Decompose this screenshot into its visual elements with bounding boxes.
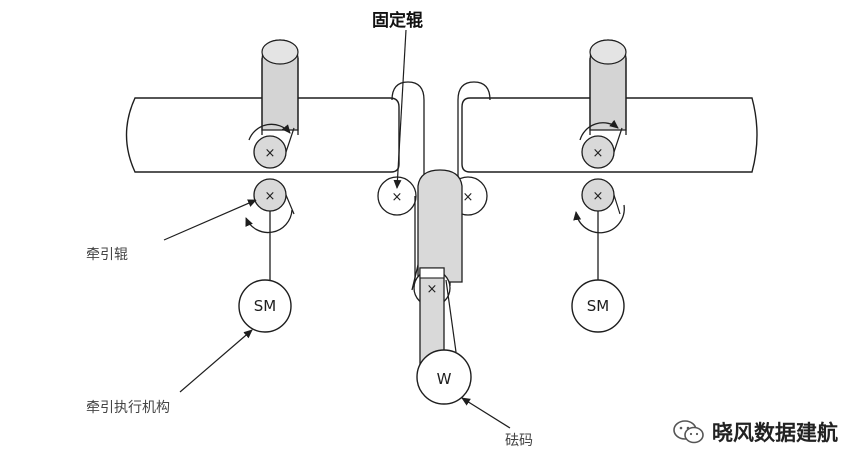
traction-roller-right (573, 39, 627, 282)
watermark: 晓风数据建航 (672, 417, 838, 447)
axis-mark: × (593, 146, 604, 161)
axis-mark: × (265, 189, 276, 204)
weight-symbol: W (437, 370, 452, 388)
axis-mark: × (265, 146, 276, 161)
dancer-assembly (377, 81, 491, 405)
axis-mark: × (427, 282, 438, 297)
watermark-text: 晓风数据建航 (712, 421, 838, 445)
traction-actuator-label: 牵引执行机构 (86, 400, 170, 416)
traction-roller-left (245, 39, 299, 282)
callout-weight (461, 397, 511, 429)
callout-fixed-roller (393, 29, 407, 189)
traction-roller-label: 牵引辊 (86, 247, 128, 263)
callout-traction-actuator (179, 329, 253, 393)
motor-right-label: SM (587, 297, 609, 315)
weight (416, 349, 472, 405)
motor-right: SM (571, 279, 625, 333)
fixed-roller-label: 固定辊 (372, 11, 423, 31)
axis-mark: × (392, 190, 403, 205)
motor-left: SM (238, 279, 292, 333)
wechat-icon (673, 420, 704, 444)
callout-traction-roller (163, 199, 257, 241)
web-strip-right (461, 97, 758, 173)
weight-label: 砝码 (505, 433, 533, 449)
axis-mark: × (593, 189, 604, 204)
web-strip-left (125, 97, 400, 173)
motor-left-label: SM (254, 297, 276, 315)
fixed-roller-left (377, 176, 417, 216)
axis-mark: × (463, 190, 474, 205)
